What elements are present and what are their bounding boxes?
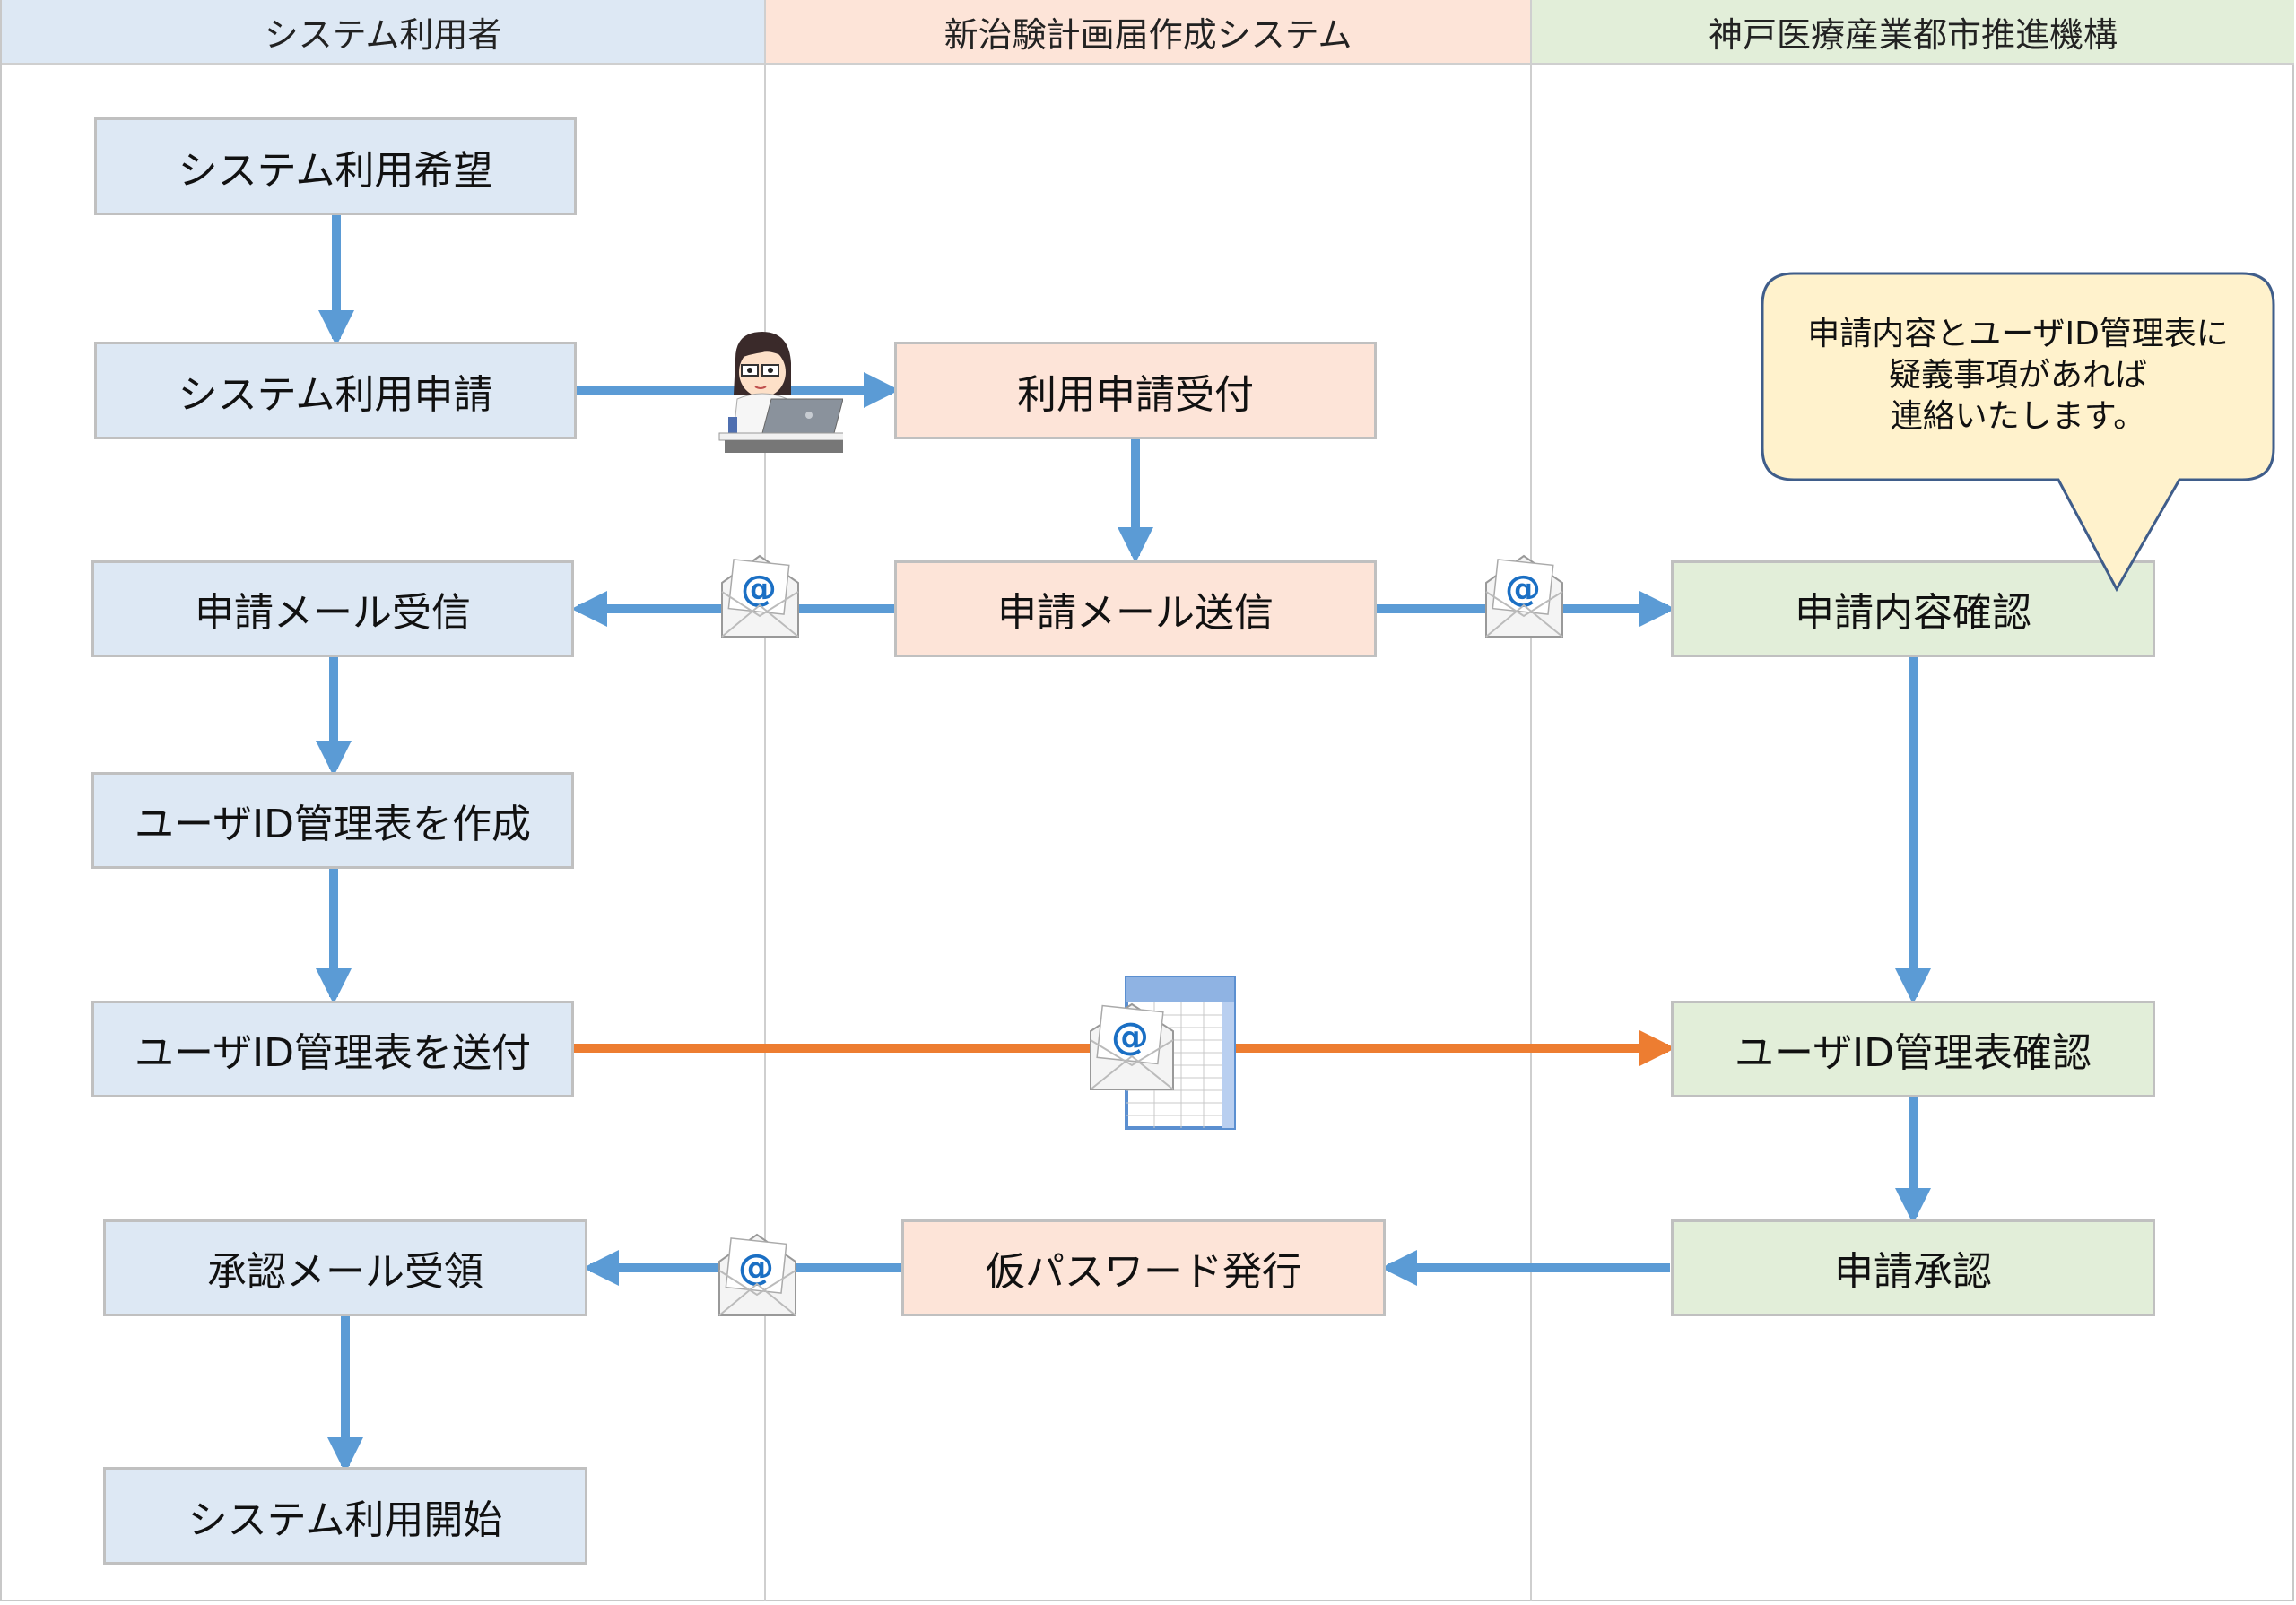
- step-label: ユーザID管理表確認: [1735, 1030, 2092, 1076]
- callout-text: 申請内容とユーザID管理表に 疑義事項があれば 連絡いたします。: [1758, 314, 2278, 438]
- step-label: ユーザID管理表を送付: [135, 1030, 531, 1076]
- at-symbol: @: [1111, 1014, 1149, 1058]
- step-accept-application: 利用申請受付: [894, 342, 1377, 439]
- step-check-application-content: 申請内容確認: [1671, 560, 2155, 657]
- step-label: 仮パスワード発行: [986, 1249, 1301, 1295]
- email-at-icon: @: [718, 1233, 796, 1316]
- email-at-icon: @: [721, 554, 799, 638]
- step-check-user-id-table: ユーザID管理表確認: [1671, 1001, 2155, 1097]
- step-label: 申請メール受信: [195, 590, 471, 636]
- step-send-application-mail: 申請メール送信: [894, 560, 1377, 657]
- lane-header-system: 新治験計画届作成システム: [766, 0, 1530, 65]
- step-receive-application-mail: 申請メール受信: [91, 560, 574, 657]
- callout-line: 連絡いたします。: [1890, 398, 2146, 435]
- step-label: システム利用開始: [187, 1497, 503, 1543]
- step-label: 申請内容確認: [1795, 590, 2031, 636]
- at-symbol: @: [738, 1247, 774, 1288]
- step-label: 利用申請受付: [1017, 371, 1254, 418]
- step-label: ユーザID管理表を作成: [135, 802, 531, 847]
- step-issue-temp-password: 仮パスワード発行: [901, 1219, 1386, 1316]
- at-symbol: @: [1505, 568, 1541, 610]
- step-system-use-wish: システム利用希望: [94, 117, 577, 215]
- email-at-icon: @: [1485, 554, 1563, 638]
- callout-bubble: [1761, 272, 2275, 593]
- step-label: 承認メール受領: [207, 1249, 483, 1295]
- at-symbol: @: [741, 568, 777, 610]
- step-send-user-id-table: ユーザID管理表を送付: [91, 1001, 574, 1097]
- callout-line: 疑義事項があれば: [1888, 357, 2147, 394]
- lane-divider: [1530, 0, 1532, 1601]
- step-receive-approval-mail: 承認メール受領: [103, 1219, 587, 1316]
- step-label: 申請メール送信: [997, 590, 1274, 636]
- email-spreadsheet-icon: @: [1090, 976, 1236, 1130]
- step-create-user-id-table: ユーザID管理表を作成: [91, 772, 574, 869]
- lane-header-organization: 神戸医療産業都市推進機構: [1532, 0, 2294, 65]
- step-approve-application: 申請承認: [1671, 1219, 2155, 1316]
- person-at-laptop-icon: [718, 332, 843, 453]
- step-start-system-use: システム利用開始: [103, 1467, 587, 1565]
- step-label: システム利用希望: [178, 147, 493, 194]
- lane-header-user: システム利用者: [2, 0, 764, 65]
- lane-divider: [764, 0, 766, 1601]
- step-label: システム利用申請: [178, 371, 493, 418]
- callout-line: 申請内容とユーザID管理表に: [1807, 316, 2229, 352]
- step-label: 申請承認: [1834, 1249, 1992, 1295]
- step-system-use-apply: システム利用申請: [94, 342, 577, 439]
